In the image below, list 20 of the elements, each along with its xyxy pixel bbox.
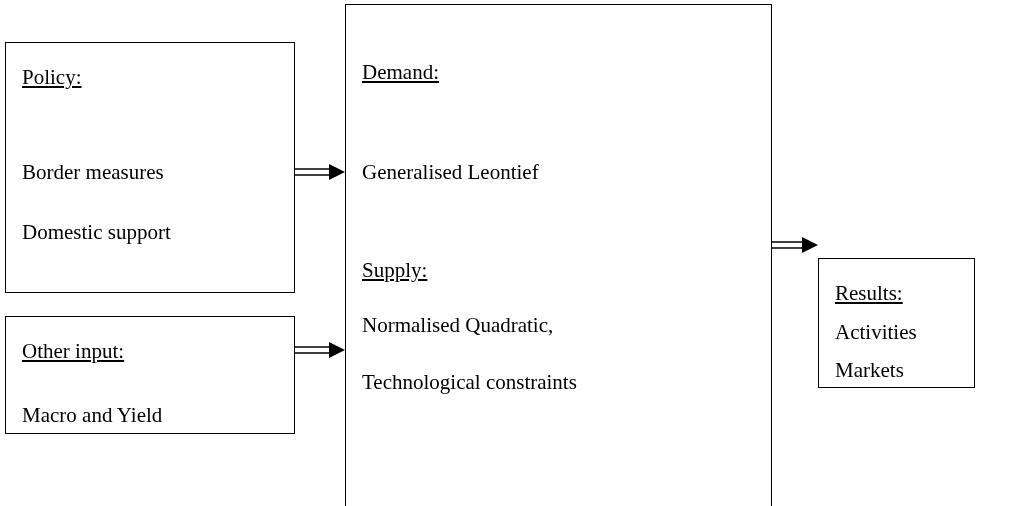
box-text: Macro and Yield [22,403,163,427]
text-box [818,258,975,388]
box-heading: Policy: [22,65,82,89]
text-box [5,316,295,434]
box-text: Normalised Quadratic, [362,313,554,337]
box-text: Activities [835,320,917,344]
text-box [345,4,772,506]
box-text: Domestic support [22,220,171,244]
box-text: Border measures [22,160,164,184]
box-heading: Demand: [362,60,439,84]
box-text: Generalised Leontief [362,160,539,184]
box-heading: Results: [835,281,903,305]
double-arrow [294,342,345,358]
double-arrow [294,164,345,180]
double-arrow [771,237,818,253]
box-heading: Other input: [22,339,125,363]
box-text: Technological constraints [362,370,577,394]
box-text: Markets [835,358,904,382]
text-box [5,42,295,293]
box-heading: Supply: [362,258,428,282]
